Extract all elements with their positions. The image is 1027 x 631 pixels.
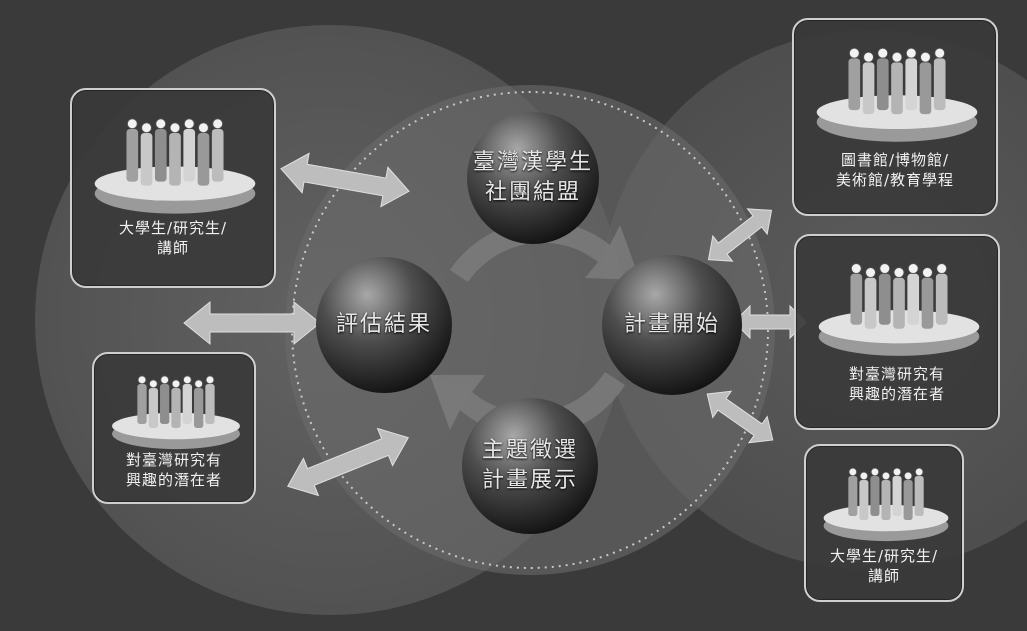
sphere-left: [316, 257, 452, 393]
node-right-label: 計畫開始: [623, 312, 720, 337]
audience-box-left-top: 大學生/研究生/講師: [70, 88, 276, 288]
audience-box-right-middle: 對臺灣研究有興趣的潛在者: [794, 234, 1000, 430]
people-group-icon: [823, 467, 949, 542]
audience-box-left-bottom: 對臺灣研究有興趣的潛在者: [92, 352, 256, 504]
audience-label: 對臺灣研究有興趣的潛在者: [125, 451, 222, 489]
node-bottom-label: 主題徵選計畫展示: [481, 438, 578, 493]
audience-box-right-top: 圖書館/博物館/美術館/教育學程: [792, 18, 998, 216]
audience-label: 大學生/研究生/講師: [118, 219, 228, 257]
sphere-right: [602, 255, 742, 395]
sphere-bottom: [462, 398, 598, 534]
people-group-icon: [112, 375, 240, 450]
audience-label: 圖書館/博物館/美術館/教育學程: [835, 151, 955, 189]
center-backdrop-circle: [285, 85, 775, 575]
sphere-top: [467, 112, 599, 244]
node-top-label: 臺灣漢學生社團結盟: [472, 150, 593, 205]
people-group-icon: [818, 263, 980, 356]
double-arrow-icon: [706, 390, 774, 444]
audience-label: 對臺灣研究有興趣的潛在者: [848, 365, 945, 403]
double-arrow-icon: [286, 427, 410, 497]
dotted-cycle-ring: [291, 91, 769, 569]
people-group-icon: [94, 118, 256, 214]
audience-box-right-bottom: 大學生/研究生/講師: [804, 444, 964, 602]
people-group-icon: [816, 47, 978, 142]
audience-label: 大學生/研究生/講師: [829, 547, 939, 585]
double-arrow-icon: [280, 152, 410, 208]
node-left-label: 評估結果: [335, 312, 432, 337]
double-arrow-icon: [707, 208, 773, 262]
